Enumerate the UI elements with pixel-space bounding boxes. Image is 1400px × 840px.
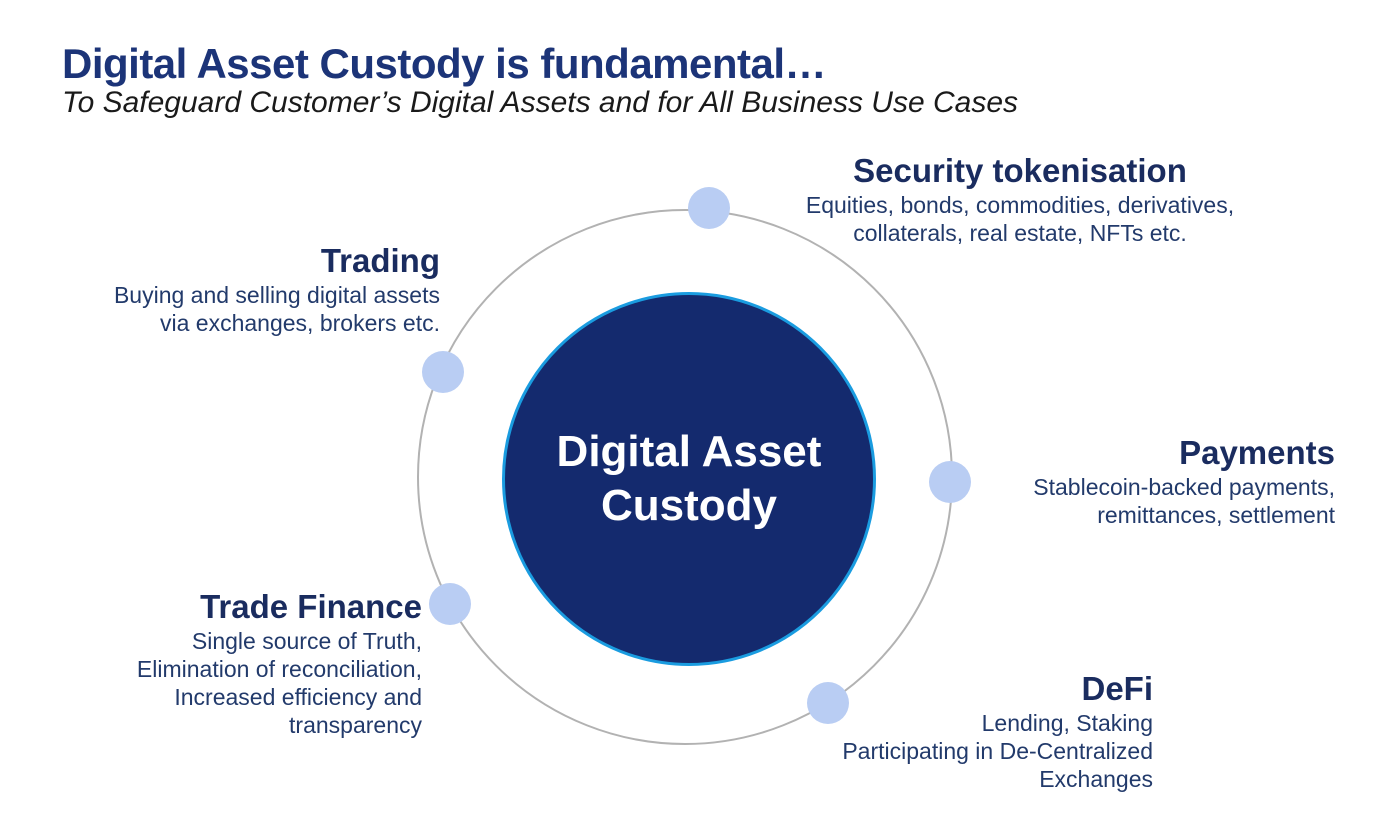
central-circle-label-line2: Custody [601, 481, 777, 530]
node-defi [807, 682, 849, 724]
trade-finance-heading: Trade Finance [200, 588, 422, 625]
payments-heading: Payments [1179, 434, 1335, 471]
label-block-security-tokenisation: Security tokenisation Equities, bonds, c… [740, 151, 1300, 247]
page-subtitle: To Safeguard Customer’s Digital Assets a… [62, 86, 1019, 119]
central-circle-label-line1: Digital Asset [556, 427, 822, 476]
trade-finance-desc-line: transparency [289, 712, 422, 738]
security-tokenisation-desc-line: Equities, bonds, commodities, derivative… [805, 192, 1235, 218]
trade-finance-desc-line: Increased efficiency and [174, 684, 422, 710]
defi-desc-line: Exchanges [1039, 766, 1153, 792]
trading-desc-line: Buying and selling digital assets [113, 282, 440, 308]
payments-desc-line: Stablecoin-backed payments, [1033, 474, 1335, 500]
label-block-payments: Payments Stablecoin-backed payments, rem… [980, 433, 1335, 529]
defi-heading: DeFi [1081, 670, 1153, 707]
defi-desc-line: Participating in De-Centralized [842, 738, 1153, 764]
label-block-trade-finance: Trade Finance Single source of Truth, El… [95, 587, 422, 739]
trade-finance-desc-line: Elimination of reconciliation, [136, 656, 422, 682]
node-trade-finance [429, 583, 471, 625]
node-trading [422, 351, 464, 393]
trade-finance-desc-line: Single source of Truth, [191, 628, 422, 654]
node-payments [929, 461, 971, 503]
node-security-tokenisation [688, 187, 730, 229]
security-tokenisation-heading: Security tokenisation [853, 152, 1187, 189]
trading-heading: Trading [320, 242, 440, 279]
payments-desc-line: remittances, settlement [1097, 502, 1335, 528]
central-circle: Digital Asset Custody [502, 292, 876, 666]
trading-desc-line: via exchanges, brokers etc. [160, 310, 440, 336]
label-block-trading: Trading Buying and selling digital asset… [85, 241, 440, 337]
defi-desc-line: Lending, Staking [981, 710, 1153, 736]
security-tokenisation-desc-line: collaterals, real estate, NFTs etc. [853, 220, 1187, 246]
label-block-defi: DeFi Lending, Staking Participating in D… [800, 669, 1153, 793]
page-title: Digital Asset Custody is fundamental… [62, 40, 827, 87]
